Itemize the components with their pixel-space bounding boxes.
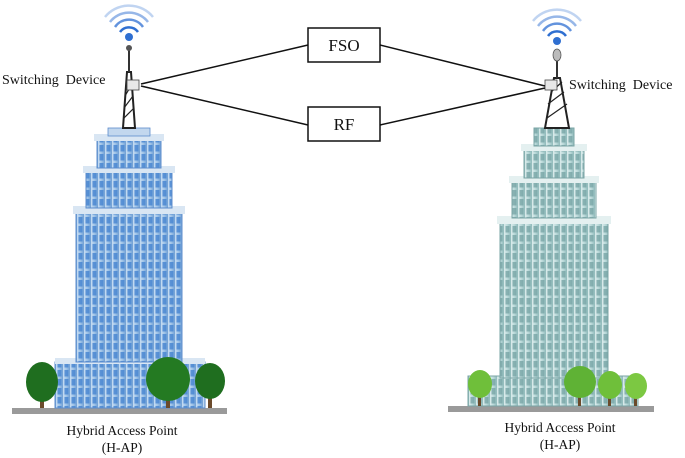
left-switching-device-label: Switching Device	[2, 73, 105, 88]
right-hybrid-access-point-label: Hybrid Access Point	[505, 420, 616, 435]
right-trees	[468, 366, 647, 406]
left-building	[12, 45, 227, 414]
right-building	[448, 48, 654, 412]
rf-link-box: RF	[307, 106, 381, 142]
fso-link-box: FSO	[307, 27, 381, 63]
wireless-signal-icon	[532, 8, 582, 45]
right-hap-abbrev-label: (H-AP)	[540, 437, 581, 452]
fso-label: FSO	[328, 36, 359, 55]
fso-link-left	[140, 44, 309, 85]
left-trees	[26, 357, 225, 408]
fso-link-right	[379, 44, 546, 87]
left-hybrid-access-point-label: Hybrid Access Point	[67, 423, 178, 438]
left-hap-abbrev-label: (H-AP)	[102, 440, 143, 455]
wireless-signal-icon	[104, 4, 154, 41]
right-antenna-mast	[543, 48, 571, 129]
left-antenna-mast	[121, 45, 140, 129]
rf-link-left	[140, 85, 309, 126]
right-switching-device-label: Switching Device	[569, 78, 672, 93]
rf-link-right	[379, 87, 546, 126]
rf-label: RF	[334, 115, 355, 134]
link-lines	[140, 44, 546, 126]
